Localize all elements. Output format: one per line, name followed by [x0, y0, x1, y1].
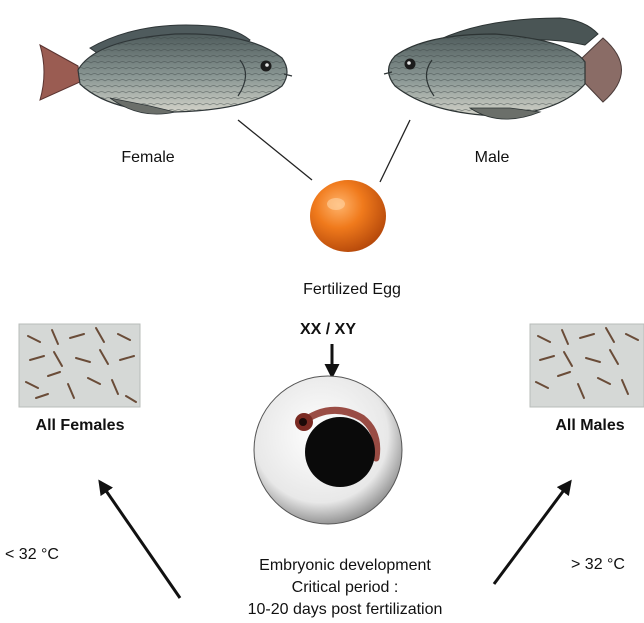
- days-post-fertilization-label: 10-20 days post fertilization: [248, 601, 443, 618]
- female-fry-image: [19, 324, 140, 407]
- male-fish-image: [384, 18, 622, 119]
- all-males-label: All Males: [555, 417, 624, 434]
- fertilized-egg-label: Fertilized Egg: [303, 281, 401, 298]
- fertilized-egg-image: [310, 180, 386, 252]
- female-fish-image: [40, 25, 292, 114]
- critical-period-label: Critical period :: [292, 579, 399, 596]
- all-females-label: All Females: [36, 417, 125, 434]
- arrow-to-all-males: [494, 482, 570, 584]
- embryonic-development-label: Embryonic development: [259, 557, 431, 574]
- male-label: Male: [475, 149, 510, 166]
- male-fry-image: [530, 324, 644, 407]
- chromosome-label: XX / XY: [300, 321, 356, 338]
- female-to-egg-line: [238, 120, 312, 180]
- low-temperature-label: < 32 °C: [5, 546, 59, 563]
- male-to-egg-line: [380, 120, 410, 182]
- arrow-to-all-females: [100, 482, 180, 598]
- high-temperature-label: > 32 °C: [571, 556, 625, 573]
- embryo-image: [254, 376, 402, 524]
- female-label: Female: [121, 149, 174, 166]
